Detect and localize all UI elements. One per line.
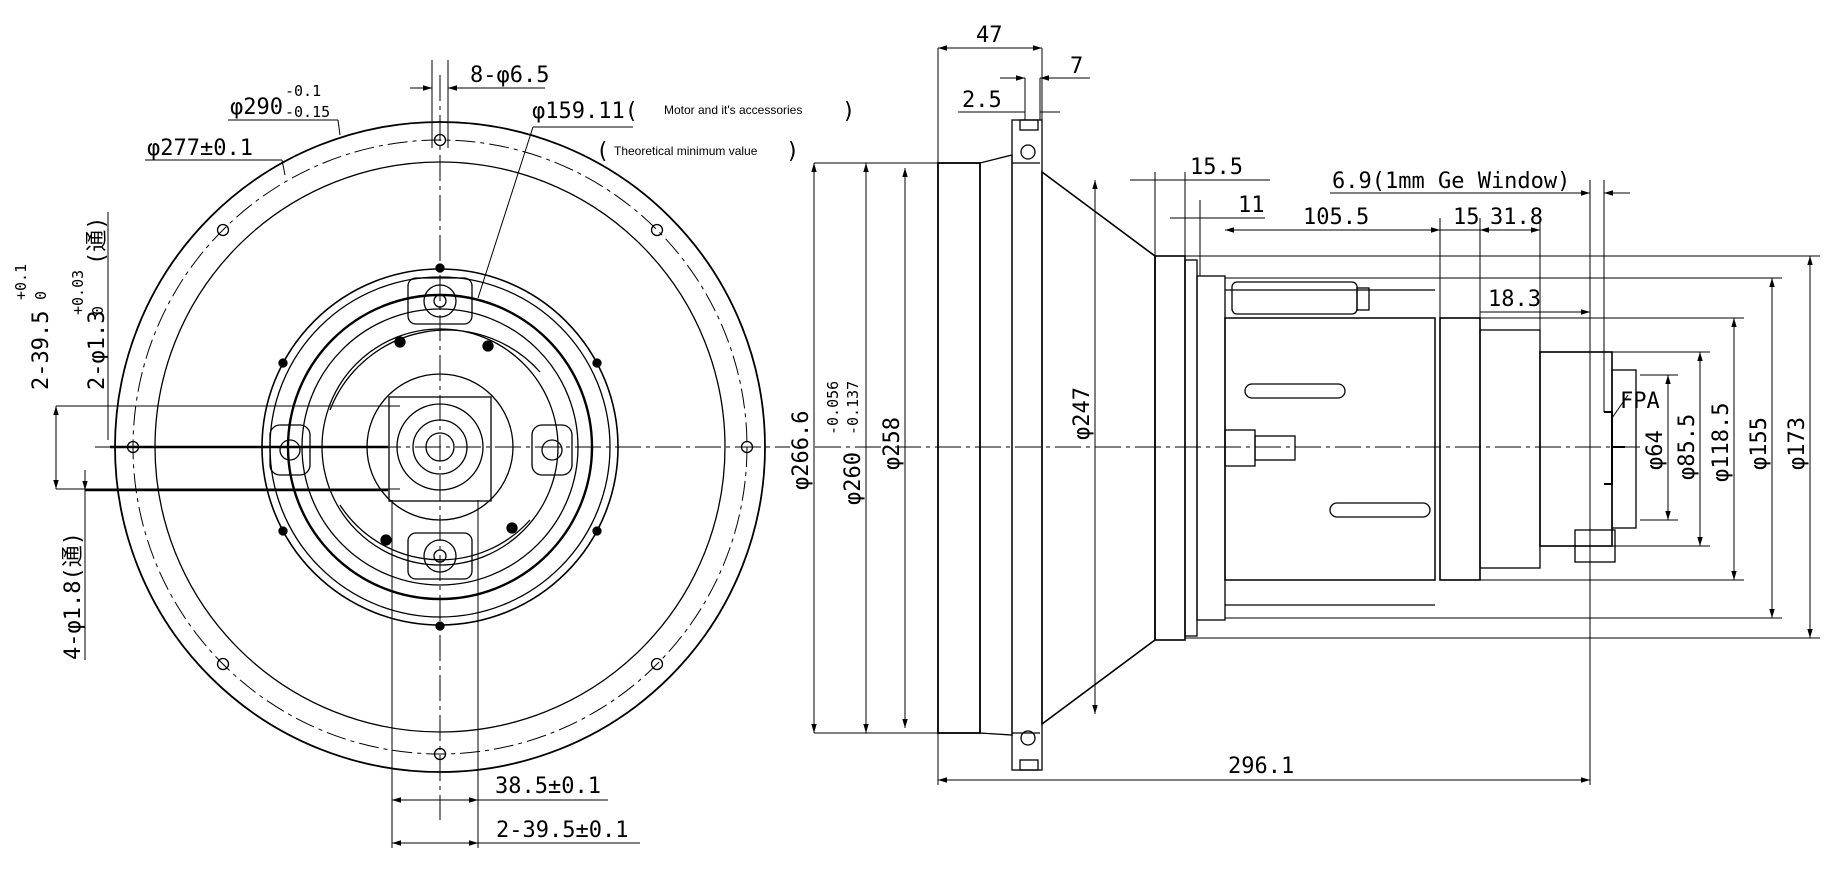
lens-inner-circle	[412, 419, 468, 475]
label-385: 38.5±0.1	[495, 774, 601, 799]
label-183: 18.3	[1488, 287, 1541, 312]
label-2-13-tol-lower: 0	[89, 306, 107, 315]
side-view-labels: 47 7 2.5 15.5 11 6.9(1mm Ge Window) 105.…	[789, 23, 1810, 779]
label-155: 15.5	[1190, 155, 1243, 180]
inner-screws	[278, 263, 602, 631]
label-d64: φ64	[1643, 430, 1668, 470]
label-7: 7	[1070, 54, 1083, 79]
label-47: 47	[976, 23, 1003, 48]
label-motor-note: Motor and it's accessories	[664, 103, 802, 117]
label-theoretical-close-paren: )	[786, 139, 799, 164]
label-d260-tol-upper: -0.056	[824, 381, 842, 435]
flange-body	[979, 154, 1013, 736]
label-theoretical-open-paren: (	[596, 139, 609, 164]
front-view	[53, 60, 790, 848]
detector-plate	[388, 396, 492, 502]
label-2-395-tol-upper: +0.1	[12, 264, 30, 300]
label-d155: φ155	[1747, 417, 1772, 470]
clamp-left	[269, 424, 311, 476]
focus-motor	[1231, 281, 1358, 315]
label-d247: φ247	[1070, 387, 1095, 440]
label-d159: φ159.11(	[532, 99, 638, 124]
label-25: 2.5	[962, 88, 1002, 113]
label-11: 11	[1238, 193, 1265, 218]
label-ge-window: 6.9(1mm Ge Window)	[1332, 169, 1570, 194]
label-fpa: FPA	[1620, 389, 1660, 414]
slot-top	[1244, 383, 1346, 399]
label-d855: φ85.5	[1675, 414, 1700, 480]
slot-bottom	[1329, 502, 1431, 518]
label-motor-close-paren: )	[842, 99, 855, 124]
label-2-395: 2-39.5	[29, 311, 54, 390]
label-d2666: φ266.6	[789, 411, 814, 490]
label-2-13: 2-φ1.3	[85, 311, 110, 390]
label-1055: 105.5	[1303, 205, 1369, 230]
motor-top	[407, 277, 473, 325]
label-8-holes: 8-φ6.5	[470, 63, 549, 88]
label-theoretical-note: Theoretical minimum value	[614, 144, 758, 158]
label-2-395-tol-lower: 0	[32, 291, 50, 300]
label-318: 31.8	[1490, 205, 1543, 230]
label-d173: φ173	[1785, 417, 1810, 470]
side-view	[811, 45, 1820, 785]
fpa-element	[1604, 411, 1613, 485]
label-d1185: φ118.5	[1709, 403, 1734, 482]
label-d290-tol-upper: -0.1	[285, 82, 321, 100]
label-2-13-through: (通)	[85, 217, 110, 266]
label-d260-tol-lower: -0.137	[844, 381, 862, 435]
flange-ring	[1011, 119, 1043, 771]
label-2-395-bottom: 2-39.5±0.1	[496, 818, 628, 843]
label-2-13-tol-upper: +0.03	[69, 270, 87, 315]
eccentric-arc-top	[329, 329, 541, 411]
label-d258: φ258	[880, 417, 905, 470]
main-tube	[1224, 317, 1436, 581]
front-barrel	[937, 162, 981, 734]
eccentric-arc-bottom	[339, 504, 531, 561]
label-2961: 296.1	[1228, 754, 1294, 779]
label-d260: φ260	[841, 452, 866, 505]
label-15: 15	[1453, 205, 1480, 230]
lens-ring-circle	[396, 403, 484, 491]
rear-housing	[1439, 317, 1481, 581]
cone-housing	[1041, 170, 1156, 726]
clamp-right	[531, 424, 573, 476]
base-plate	[1154, 255, 1186, 641]
label-d290: φ290	[230, 95, 283, 120]
motor-bottom	[407, 532, 473, 580]
label-d277: φ277±0.1	[147, 136, 253, 161]
label-d290-tol-lower: -0.15	[285, 103, 330, 121]
leader-159	[477, 126, 534, 299]
lens-center-circle	[425, 432, 455, 462]
label-4-18: 4-φ1.8(通)	[61, 532, 86, 660]
detector-housing	[1539, 351, 1613, 547]
front-view-labels: φ290 -0.1 -0.15 φ277±0.1 8-φ6.5 φ159.11(…	[12, 63, 855, 843]
